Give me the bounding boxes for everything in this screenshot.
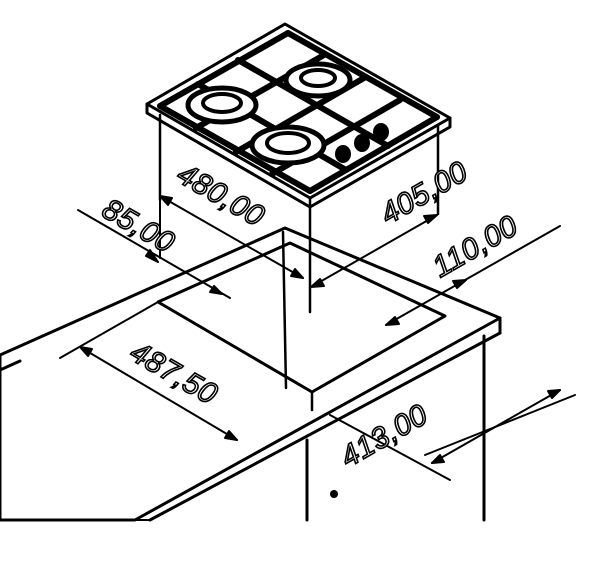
burner-rear-right bbox=[283, 61, 353, 99]
knob-1 bbox=[335, 145, 351, 163]
dimension-lines bbox=[59, 195, 576, 481]
dim-label-cutout-length: 487,50 bbox=[125, 335, 224, 411]
knob-2 bbox=[354, 134, 370, 152]
control-knobs bbox=[335, 123, 389, 163]
dim-label-hob-width: 405,00 bbox=[375, 155, 474, 231]
burner-rear-left bbox=[185, 85, 259, 125]
knob-3 bbox=[373, 123, 389, 141]
dim-label-hob-depth: 480,00 bbox=[172, 157, 271, 233]
dim-label-cutout-side: 110,00 bbox=[427, 209, 524, 284]
countertop bbox=[0, 226, 502, 522]
cutout-opening bbox=[156, 230, 447, 412]
gas-hob bbox=[145, 22, 452, 314]
cabinet bbox=[305, 334, 486, 522]
cabinet-knob bbox=[330, 490, 338, 498]
burner-front-large bbox=[249, 124, 327, 166]
